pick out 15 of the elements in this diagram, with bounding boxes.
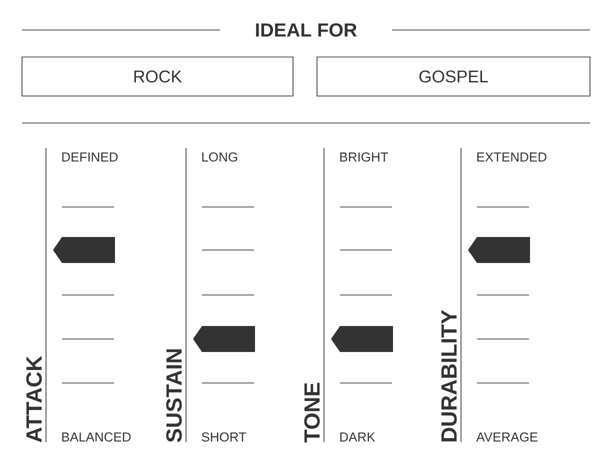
rating-name: ATTACK bbox=[26, 356, 42, 442]
scale-label: BALANCED bbox=[62, 432, 131, 442]
scale-label: SHORT bbox=[202, 432, 246, 442]
scale-label: LONG bbox=[202, 152, 238, 162]
scale-label: AVERAGE bbox=[476, 432, 538, 442]
category-box: ROCK bbox=[22, 56, 294, 96]
scale-label: EXTENDED bbox=[477, 152, 546, 162]
rating-name: TONE bbox=[304, 382, 320, 443]
title: IDEAL FOR bbox=[256, 23, 357, 37]
category-box: GOSPEL bbox=[316, 56, 590, 96]
scale-label: DEFINED bbox=[62, 152, 118, 162]
rating-name: SUSTAIN bbox=[166, 349, 182, 442]
scale-label: DARK bbox=[340, 432, 376, 442]
scale-label: BRIGHT bbox=[340, 152, 388, 162]
rating-name: DURABILITY bbox=[441, 310, 457, 442]
